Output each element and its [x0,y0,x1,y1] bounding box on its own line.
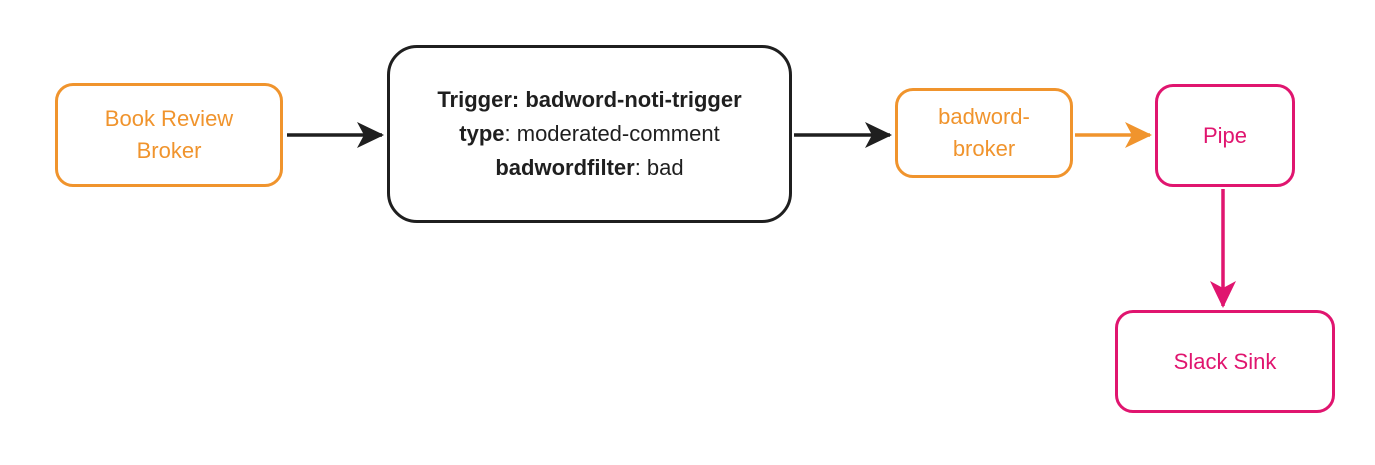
node-slack-sink: Slack Sink [1115,310,1335,413]
node-label-line: Book Review [104,106,234,131]
node-book-review-broker: Book Review Broker [55,83,283,187]
trigger-filter-value: : bad [634,155,684,180]
trigger-name-text: Trigger: badword-noti-trigger [437,87,742,112]
node-label-line: broker [952,136,1016,161]
node-label-line: badword- [938,104,1030,129]
trigger-line-1: Trigger: badword-noti-trigger [437,83,741,117]
trigger-type-value: : moderated-comment [504,121,720,146]
node-label-line: Broker [136,138,202,163]
trigger-line-2: type: moderated-comment [459,117,719,151]
node-badword-broker: badword- broker [895,88,1073,178]
trigger-filter-key: badwordfilter [495,155,635,180]
node-pipe: Pipe [1155,84,1295,187]
node-trigger: Trigger: badword-noti-trigger type: mode… [387,45,792,223]
trigger-line-3: badwordfilter: bad [495,151,683,185]
trigger-type-key: type [459,121,505,146]
node-label: Slack Sink [1173,348,1277,374]
node-label: Pipe [1202,122,1248,148]
